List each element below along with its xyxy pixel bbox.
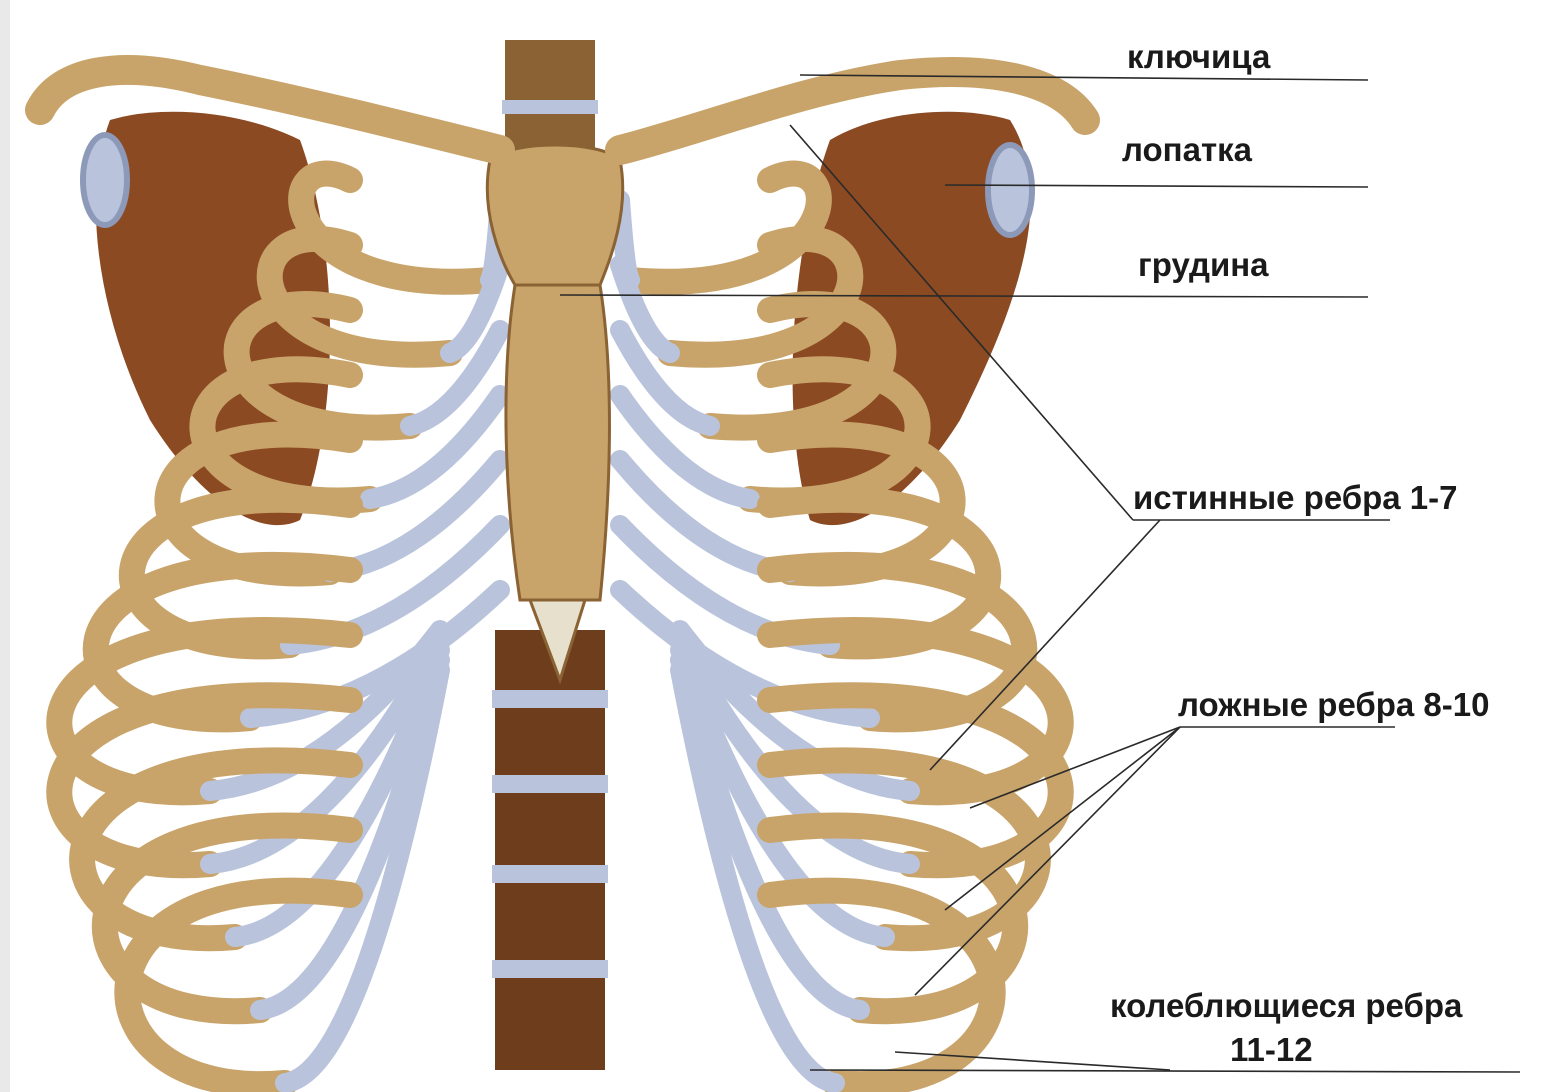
spine-disc xyxy=(492,960,608,978)
leader-lines xyxy=(560,75,1520,1072)
label-floating-ribs-line2: 11-12 xyxy=(1230,1033,1313,1066)
left-shoulder-joint xyxy=(83,135,127,225)
spine-disc xyxy=(492,690,608,708)
sternum-bone xyxy=(487,145,622,680)
leader-sternum xyxy=(560,295,1368,297)
label-floating-ribs-line1: колеблющиеся ребра xyxy=(1110,989,1462,1022)
spine-disc xyxy=(492,775,608,793)
right-shoulder-joint xyxy=(988,145,1032,235)
sternum-body xyxy=(506,285,610,600)
spine-disc xyxy=(492,865,608,883)
label-sternum: грудина xyxy=(1138,248,1269,281)
leader-false-ribs-1 xyxy=(970,727,1180,808)
manubrium xyxy=(487,145,622,285)
label-clavicle: ключица xyxy=(1127,40,1270,73)
label-false-ribs: ложные ребра 8-10 xyxy=(1178,688,1489,721)
label-scapula: лопатка xyxy=(1122,133,1252,166)
spine-disc xyxy=(502,100,598,114)
label-true-ribs: истинные ребра 1-7 xyxy=(1133,481,1458,514)
